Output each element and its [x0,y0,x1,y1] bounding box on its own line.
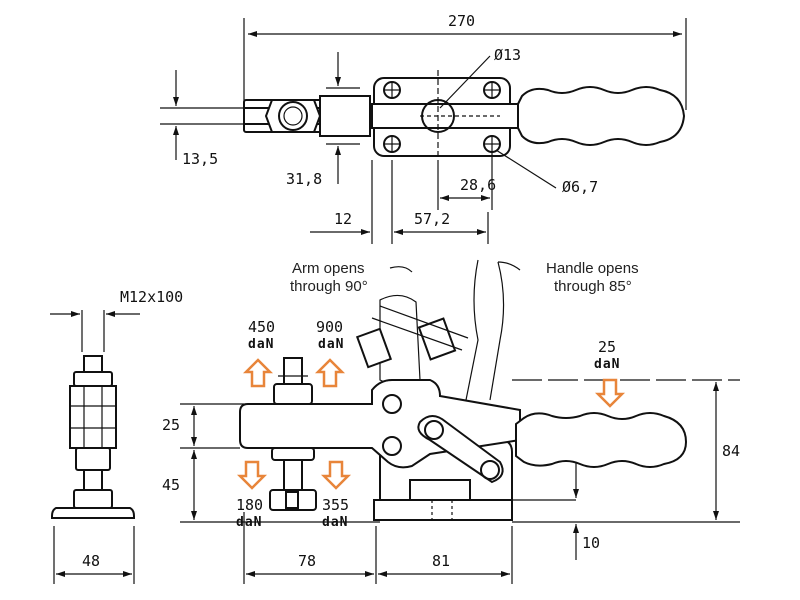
force-down-right-value: 355 [322,496,349,514]
dim-base-to-handle: 81 [432,552,450,570]
dim-spindle-foot: 48 [82,552,100,570]
dim-hole-large: Ø13 [494,46,521,64]
force-down-right-unit: daN [322,515,348,530]
force-up-right-value: 900 [316,318,343,336]
force-down-right-arrow [320,460,352,490]
dim-base-length: 57,2 [414,210,450,228]
note-arm-opens-line2: through 90° [290,278,368,295]
handle-open-ghost [465,259,505,401]
dim-hole-small: Ø6,7 [562,178,598,196]
dim-total-height: 84 [722,442,740,460]
spindle-foot [51,507,135,519]
dim-spindle-offset: 13,5 [182,150,218,168]
handle-grip-side [515,412,688,468]
dim-arm-width: 31,8 [286,170,322,188]
dim-handle-offset: 10 [582,534,600,552]
dim-base-hole-spacing: 28,6 [460,176,496,194]
force-up-right-arrow [314,358,346,388]
note-handle-opens-line1: Handle opens [546,260,639,277]
spindle-detail: M12x100 48 [50,288,183,584]
dim-below-arm: 45 [162,476,180,494]
side-view: Arm opens through 90° Handle opens throu… [162,259,740,584]
top-view: 270 13,5 31,8 [160,12,687,244]
force-up-left-value: 450 [248,318,275,336]
force-up-left-arrow [242,358,274,388]
force-down-left-arrow [236,460,268,490]
force-handle-arrow [594,378,626,408]
note-handle-opens-line2: through 85° [554,278,632,295]
handle-grip-top [517,86,686,146]
dim-overall-length: 270 [448,12,475,30]
dim-spindle-to-base: 12 [334,210,352,228]
arm-open-ghost [379,294,421,386]
dim-above-arm: 25 [162,416,180,434]
base-side [373,499,513,521]
force-down-left-value: 180 [236,496,263,514]
dim-spindle-thread: M12x100 [120,288,183,306]
force-up-left-unit: daN [248,337,274,352]
force-arrows: 450 daN 900 daN 180 daN 355 daN 25 daN [236,318,626,530]
hex-nut-top [264,99,322,133]
dim-reach: 78 [298,552,316,570]
force-up-right-unit: daN [318,337,344,352]
note-arm-opens-line1: Arm opens [292,260,365,277]
force-handle-value: 25 [598,338,616,356]
force-handle-unit: daN [594,357,620,372]
force-down-left-unit: daN [236,515,262,530]
